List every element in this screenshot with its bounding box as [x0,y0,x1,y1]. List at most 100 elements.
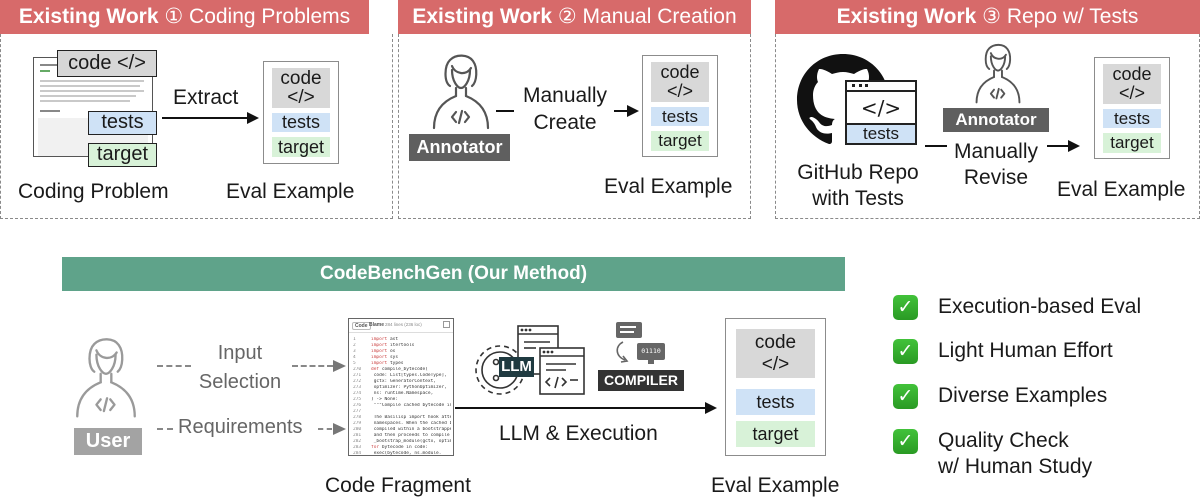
eval-example-box-1: code </> tests target [263,61,339,164]
header-number: ③ [982,5,1001,28]
eval-example-label-3: Eval Example [1057,178,1186,201]
benefit-text: Light Human Effort [938,339,1113,362]
line-number: 272 [353,379,362,384]
line-number: 4 [353,355,356,360]
user-tag: User [74,428,142,455]
repo-tests-chip: tests [845,123,917,145]
check-mark-icon: ✓ [893,429,918,454]
panel-header-repo-with-tests: Existing Work ③ Repo w/ Tests [775,0,1200,34]
benefit-item: ✓ Quality Check w/ Human Study [893,428,1092,480]
code-fragment-label: Code Fragment [325,474,471,497]
compile-arrow-icon [616,341,629,363]
eval-target-block: target [736,421,815,447]
line-number: 280 [353,427,362,432]
code-line: 2 import itertools [353,343,451,350]
eval-code-symbol: </> [761,354,790,375]
code-line: 281 and then proceeds to compile [353,433,451,440]
code-fragment-header: Code Blame 284 lines (236 loc) [349,319,453,333]
line-number: 271 [353,373,362,378]
llm-execution-label: LLM & Execution [499,422,658,445]
window-dots [852,84,868,87]
file-meta: 284 lines (236 loc) [385,322,422,327]
repo-code-symbol: </> [860,96,902,120]
source-file-icon [616,322,642,338]
line-number: 270 [353,367,362,372]
coding-problem-label: Coding Problem [18,180,169,203]
input-selection-dash-right [292,365,333,367]
eval-tests-block: tests [272,113,330,132]
manual-create-arrowhead [627,105,639,117]
requirements-label: Requirements [178,416,303,438]
check-mark-icon: ✓ [893,339,918,364]
eval-example-label-1: Eval Example [226,180,355,203]
line-number: 279 [353,421,362,426]
eval-example-label-2: Eval Example [604,175,733,198]
header-prefix: Existing Work [836,5,977,28]
monitor-stand [648,360,654,364]
eval-target-block: target [272,137,330,157]
line-number: 2 [353,343,356,348]
code-text: namespaces. When the cached b [371,421,451,426]
github-repo-label: GitHub Repo with Tests [788,160,928,212]
llm-execution-arrow-line [455,407,707,409]
tests-chip: tests [88,111,157,135]
manual-create-line-left [496,110,514,112]
code-line: 272 gctx: GeneratorContext, [353,379,451,386]
header-prefix: Existing Work [18,5,159,28]
eval-code-symbol: </> [666,81,694,101]
code-line: 280 compiled within a bootstrappe [353,427,451,434]
line-number: 277 [353,409,362,414]
user-person-icon [76,338,136,418]
header-title: Manual Creation [582,5,737,28]
line-number: 5 [353,361,356,366]
keyword: def [371,367,380,372]
code-line: 276 """Compile cached bytecode int [353,403,451,410]
requirements-arrowhead [333,423,346,435]
eval-code-text: code [754,332,797,353]
code-line: 278 The Basilisp import hook atte [353,415,451,422]
with-tests-text: with Tests [812,187,904,210]
revise-text: Revise [963,166,1029,189]
keyword: import [371,337,388,342]
manually-text: Manually [522,84,608,107]
keyword: import [371,343,388,348]
manually-create-label: Manually Create [516,82,614,136]
code-text: types [387,361,404,366]
code-text: ) -> None: [371,397,399,402]
line-number: 281 [353,433,362,438]
line-number: 278 [353,415,362,420]
llm-tag: LLM [499,357,534,377]
eval-code-text: code [660,62,700,82]
code-line: 273 optimizer: PythonOptimizer, [353,385,451,392]
eval-example-label-method: Eval Example [711,474,840,497]
benefit-text: Execution-based Eval [938,295,1142,318]
header-number: ② [557,5,577,28]
eval-code-block: code </> [272,68,330,108]
code-line: 284 exec(bytecode, ns.module. [353,451,451,456]
code-text: exec(bytecode, ns.module. [371,451,442,456]
menu-icon [443,321,450,328]
create-text: Create [533,111,597,134]
eval-target-block: target [1103,133,1161,153]
code-text: gctx: GeneratorContext, [371,379,437,384]
panel-header-coding-problems: Existing Work ① Coding Problems [0,0,369,34]
method-header: CodeBenchGen (Our Method) [62,257,845,291]
eval-code-block: code </> [651,62,709,102]
keyword: for [371,445,380,450]
manual-revise-line-left [925,145,947,147]
extract-label: Extract [173,86,239,109]
manually-revise-label: Manually Revise [946,139,1046,191]
selection-text: Selection [198,371,282,393]
code-line: 279 namespaces. When the cached b [353,421,451,428]
code-tab: Code [352,322,371,330]
annotator-person-icon [432,54,490,130]
code-text: optimizer: PythonOptimizer, [371,385,447,390]
blame-tab: Blame [369,322,385,328]
compiler-tag: COMPILER [598,370,684,391]
annotator-tag: Annotator [409,134,510,161]
code-text: and then proceeds to compile [371,433,450,438]
code-text: itertools [387,343,415,348]
